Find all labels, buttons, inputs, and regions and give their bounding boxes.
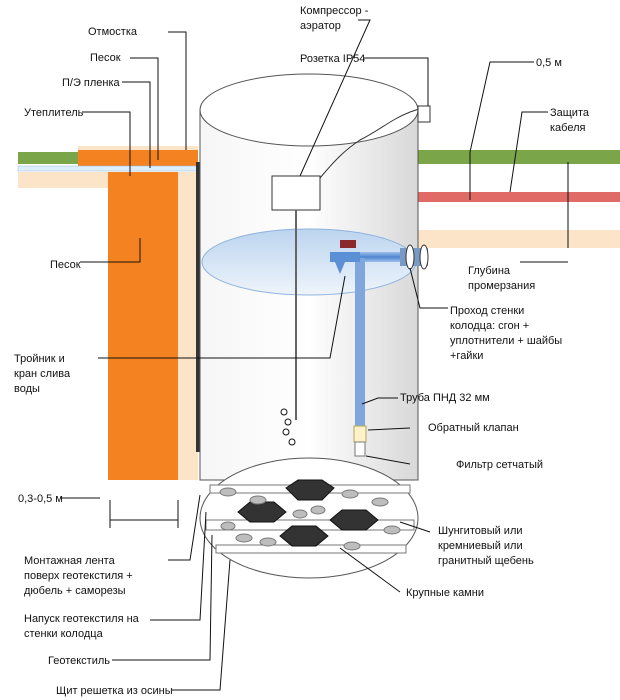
well-top-rim (199, 73, 419, 147)
label-montazh-2: поверх геотекстиля + (24, 570, 133, 582)
washer-left (405, 244, 415, 270)
label-kompressor-1: Компрессор - (300, 5, 369, 17)
pe-film-side (196, 162, 202, 452)
label-kompressor-2: аэратор (300, 20, 341, 32)
label-filtr: Фильтр сетчатый (456, 459, 543, 471)
label-shcheben-2: кремниевый или (438, 540, 523, 552)
label-pe-plenka: П/Э пленка (62, 77, 121, 89)
label-geotekstil: Геотекстиль (48, 655, 110, 667)
compressor-cable (319, 107, 423, 179)
label-prokhod-1: Проход стенки (450, 305, 524, 317)
label-montazh-1: Монтажная лента (24, 555, 116, 567)
label-rozetka: Розетка IP54 (300, 53, 365, 65)
label-uteplitel: Утеплитель (24, 107, 84, 119)
label-napusk-1: Напуск геотекстиля на (24, 613, 140, 625)
label-prokhod-2: колодца: сгон + (450, 320, 529, 332)
label-glubina-2: промерзания (468, 280, 535, 292)
label-shcheben-1: Шунгитовый или (438, 525, 523, 537)
label-troynik-2: кран слива (14, 368, 71, 380)
label-otmostka: Отмостка (88, 26, 138, 38)
leader-lines (60, 19, 568, 691)
washer-right (419, 244, 429, 270)
socket-box (417, 105, 431, 123)
sand-top-layer (78, 146, 198, 152)
otmostka-layer (78, 150, 198, 166)
mesh-filter (354, 441, 366, 457)
label-klapan: Обратный клапан (428, 422, 519, 434)
label-zashchita-1: Защита (550, 107, 590, 119)
label-napusk-2: стенки колодца (24, 628, 104, 640)
check-valve (353, 425, 367, 443)
label-shchit: Щит решетка из осины (56, 685, 173, 697)
grass-right (418, 150, 620, 164)
pe-film-left (17, 165, 201, 172)
label-zashchita-2: кабеля (550, 122, 586, 134)
insulation-block (108, 172, 178, 480)
feed-pipe-vertical (355, 258, 365, 428)
feed-pipe-horizontal (350, 252, 420, 262)
grass-left (18, 152, 78, 164)
compressor-box (271, 175, 321, 211)
label-dist-03: 0,3-0,5 м (18, 493, 63, 505)
label-troynik-3: воды (14, 383, 40, 395)
gravel-pebbles (219, 487, 401, 551)
freeze-depth-band (418, 230, 620, 248)
cable-protection-pipe (418, 192, 620, 202)
label-truba: Труба ПНД 32 мм (400, 392, 490, 404)
label-troynik-1: Тройник и (14, 353, 65, 365)
aerator-bubbles (280, 408, 296, 446)
label-pesok-side: Песок (50, 259, 81, 271)
label-glubina-1: Глубина (468, 265, 511, 277)
label-prokhod-3: уплотнители + шайбы (450, 335, 562, 347)
label-dist-05: 0,5 м (536, 57, 562, 69)
label-pesok-top: Песок (90, 52, 121, 64)
label-shcheben-3: гранитный щебень (438, 555, 534, 567)
drain-valve (340, 240, 356, 248)
tee-arrow-icon (335, 262, 345, 274)
large-stones (237, 479, 379, 547)
label-kamni: Крупные камни (406, 587, 484, 599)
well-bottom (199, 457, 419, 579)
label-prokhod-4: +гайки (450, 350, 483, 362)
tee-pipe (330, 252, 360, 262)
label-montazh-3: дюбель + саморезы (24, 585, 126, 597)
sand-fill-side (178, 172, 198, 480)
